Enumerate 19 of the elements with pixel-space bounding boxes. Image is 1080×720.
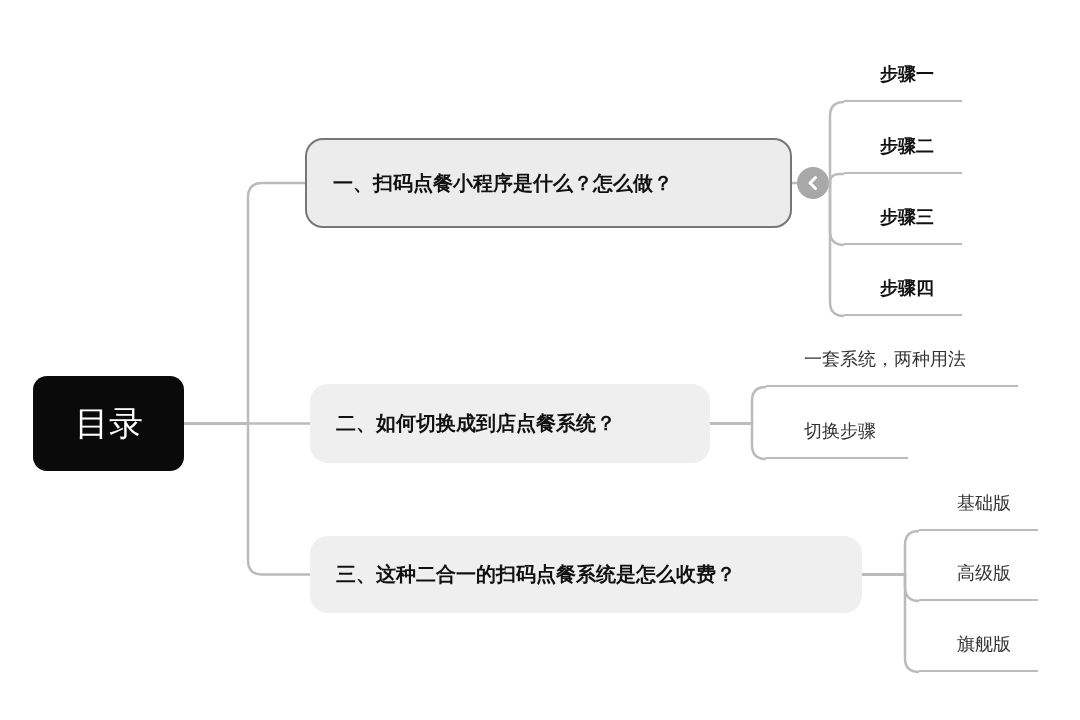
- root-topic-box: [33, 376, 184, 471]
- topic-box: [305, 138, 792, 228]
- subtopic-text: 旗舰版: [957, 632, 1011, 656]
- topic-box: [310, 536, 862, 613]
- subtopic-text: 步骤四: [880, 276, 934, 300]
- topic-text: 二、如何切换成到店点餐系统？: [336, 410, 616, 437]
- subtopic-text: 步骤二: [880, 134, 934, 158]
- connector-line: [184, 422, 310, 576]
- subtopic-text: 基础版: [957, 491, 1011, 515]
- subtopic-text: 步骤一: [880, 62, 934, 86]
- topic-text: 三、这种二合一的扫码点餐系统是怎么收费？: [336, 561, 736, 588]
- subtopic-text: 高级版: [957, 561, 1011, 585]
- topic-text: 一、扫码点餐小程序是什么？怎么做？: [333, 169, 673, 197]
- topic-box: [310, 384, 710, 463]
- root-topic-text: 目录: [74, 401, 143, 445]
- subtopic-text: 一套系统，两种用法: [804, 347, 966, 371]
- subtopic-text: 步骤三: [880, 205, 934, 229]
- subtopic-text: 切换步骤: [804, 419, 876, 443]
- collapse-icon: [797, 167, 829, 199]
